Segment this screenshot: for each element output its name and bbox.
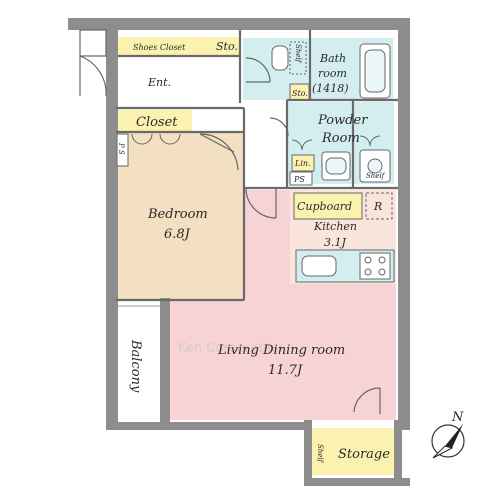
label-bath-line1: Bath xyxy=(319,52,346,65)
label-storage-top: Sto. xyxy=(216,40,238,53)
label-closet: Closet xyxy=(136,115,178,130)
label-sto-small: Sto. xyxy=(292,89,308,98)
corridor-doors xyxy=(245,57,381,414)
compass-ring xyxy=(431,424,465,458)
fridge-box xyxy=(365,192,393,220)
interior-walls xyxy=(116,30,398,302)
label-kitchen-name: Kitchen xyxy=(313,220,357,233)
powder-fixtures xyxy=(321,149,391,183)
shoes-closet-area xyxy=(118,37,212,55)
label-entrance: Ent. xyxy=(147,76,171,89)
label-shelf-bath: Shelf xyxy=(294,44,302,64)
storage-area xyxy=(332,428,395,475)
label-bath-line3: (1418) xyxy=(312,82,349,95)
label-bedroom-name: Bedroom xyxy=(147,207,208,222)
label-cupboard: Cupboard xyxy=(297,200,352,213)
label-balcony: Balcony xyxy=(128,339,143,393)
compass-tail-icon xyxy=(432,445,454,459)
entrance-door xyxy=(79,29,107,97)
linen-area xyxy=(291,154,315,172)
outer-walls xyxy=(68,18,410,486)
watermark: Ken Corporation xyxy=(178,341,283,356)
label-bedroom-size: 6.8J xyxy=(164,227,191,242)
label-powder-line2: Room xyxy=(321,131,360,146)
label-kitchen-size: 3.1J xyxy=(324,236,346,249)
bedroom-door xyxy=(199,133,239,171)
compass: N xyxy=(431,410,465,459)
label-living-name: Living Dining room xyxy=(217,343,345,358)
label-living-size: 11.7J xyxy=(268,363,303,378)
kitchen-counter xyxy=(295,249,395,283)
label-shelf-powder: Shelf xyxy=(366,172,386,180)
label-ps-left: P S xyxy=(117,142,125,155)
closet-doors xyxy=(131,133,181,145)
label-bath-line2: room xyxy=(318,67,347,80)
label-shoes-closet: Shoes Closet xyxy=(133,43,186,52)
bath-fixtures xyxy=(271,41,391,99)
label-powder-line1: Powder xyxy=(317,113,368,128)
label-fridge: R xyxy=(373,200,382,213)
label-shelf-storage: Shelf xyxy=(316,444,324,464)
ps-left-box xyxy=(116,133,129,167)
compass-label: N xyxy=(451,410,464,425)
ps-kitchen-box xyxy=(289,171,313,186)
cupboard-area xyxy=(293,192,363,220)
powder-room-doors xyxy=(291,135,381,151)
label-ps-kitchen: PS xyxy=(293,175,305,184)
closet-area xyxy=(116,110,192,132)
compass-needle-icon xyxy=(445,424,463,448)
bedroom-area xyxy=(116,132,244,300)
label-linen: Lin. xyxy=(294,159,311,168)
label-storage: Storage xyxy=(338,447,390,462)
shelf-storage-area xyxy=(310,428,332,475)
storage-top-area xyxy=(212,37,240,55)
